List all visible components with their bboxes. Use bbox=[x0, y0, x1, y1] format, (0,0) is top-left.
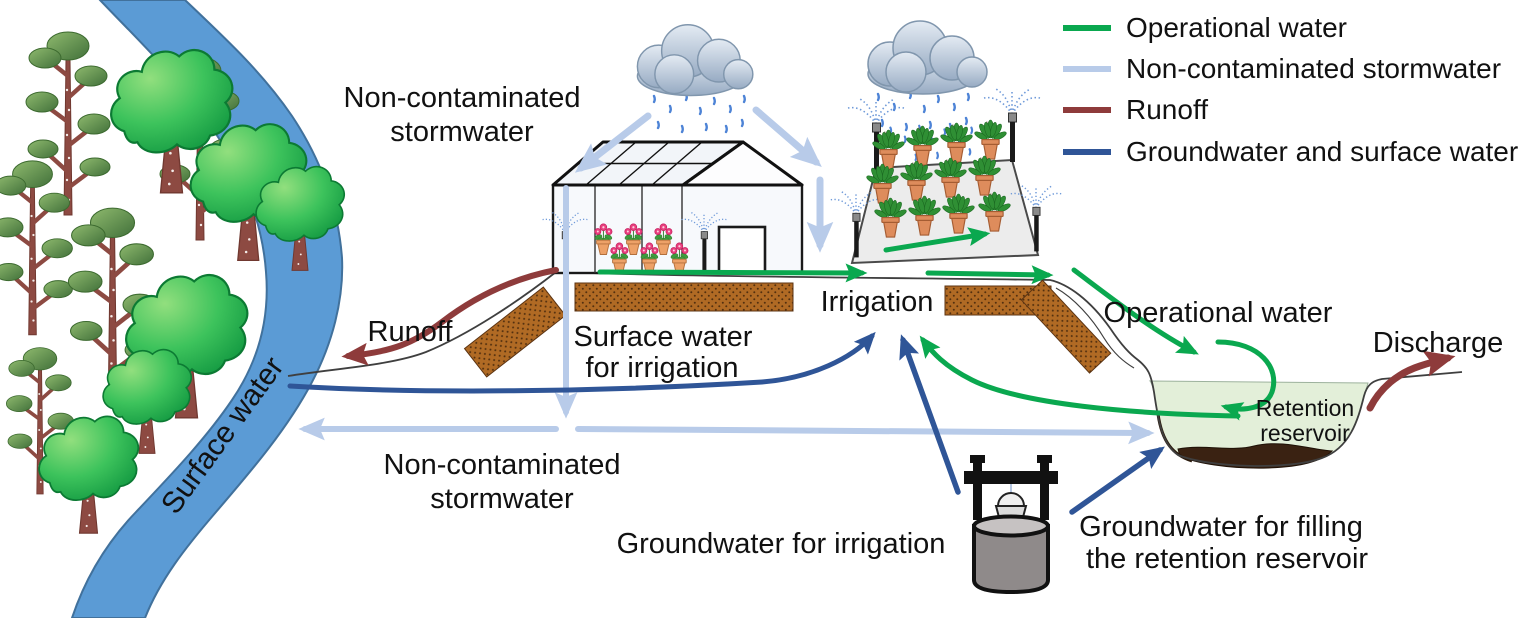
legend-label: Non-contaminated stormwater bbox=[1126, 53, 1501, 84]
label-surface-irrigation-2: for irrigation bbox=[585, 352, 738, 384]
label-retention-1: Retention bbox=[1256, 395, 1354, 421]
stormwater-to-reservoir-arrow bbox=[575, 421, 1155, 445]
discharge-arrow bbox=[1366, 350, 1456, 412]
groundwater-flows bbox=[287, 331, 1165, 515]
potted-plant bbox=[904, 125, 941, 166]
label-discharge: Discharge bbox=[1373, 327, 1504, 359]
operational-nursery-arrow bbox=[925, 265, 1054, 285]
label-stormwater-bottom-2: stormwater bbox=[430, 483, 574, 515]
container-nursery bbox=[830, 88, 1062, 265]
label-runoff: Runoff bbox=[368, 316, 454, 348]
operational-flows bbox=[597, 227, 1277, 421]
well-crossbar bbox=[964, 471, 1058, 484]
rain-cloud-icon bbox=[636, 24, 754, 97]
runoff-arrow bbox=[341, 267, 559, 366]
label-groundwater-filling-2: the retention reservoir bbox=[1086, 543, 1368, 575]
soil-strips bbox=[463, 279, 1112, 378]
label-groundwater-irrigation: Groundwater for irrigation bbox=[617, 528, 946, 560]
greenhouse-gable bbox=[681, 140, 804, 187]
runoff-flows bbox=[341, 267, 1456, 412]
legend-label: Runoff bbox=[1126, 94, 1208, 125]
legend-label: Groundwater and surface water bbox=[1126, 136, 1518, 167]
retention-reservoir bbox=[1148, 380, 1369, 469]
label-surface-irrigation-1: Surface water bbox=[574, 321, 753, 353]
stormwater-flows bbox=[298, 106, 1155, 445]
pine-tree bbox=[26, 32, 110, 215]
label-stormwater-top-1: Non-contaminated bbox=[344, 82, 581, 114]
operational-to-reservoir-curve bbox=[1071, 267, 1199, 355]
broadleaf-tree bbox=[38, 415, 140, 535]
label-stormwater-top-2: stormwater bbox=[390, 116, 534, 148]
operational-platform-arrow bbox=[883, 227, 991, 253]
well-bucket-handle bbox=[997, 492, 1025, 507]
reservoir-to-irrigation-curve bbox=[919, 335, 1241, 419]
potted-plant bbox=[972, 119, 1009, 160]
operational-greenhouse-arrow bbox=[597, 263, 868, 283]
soil-strip-greenhouse bbox=[574, 282, 794, 312]
rain-drops bbox=[652, 92, 746, 134]
label-irrigation: Irrigation bbox=[821, 286, 934, 318]
soil-strip-slope-left bbox=[463, 286, 567, 378]
roof-runoff-arrow-right bbox=[752, 106, 822, 168]
reservoir-circulation-curl bbox=[1215, 339, 1277, 421]
label-groundwater-filling-1: Groundwater for filling bbox=[1079, 511, 1363, 543]
label-operational-water: Operational water bbox=[1104, 297, 1333, 329]
label-stormwater-bottom-1: Non-contaminated bbox=[384, 449, 621, 481]
legend-label: Operational water bbox=[1126, 12, 1347, 43]
ground-line bbox=[287, 271, 1463, 467]
greenhouse bbox=[541, 140, 804, 275]
legend: Operational water Non-contaminated storm… bbox=[1063, 12, 1518, 167]
pine-tree bbox=[0, 161, 72, 335]
ground-slope-line bbox=[1055, 287, 1135, 369]
soil-strip-slope-right bbox=[1020, 279, 1112, 374]
well-to-irrigation-arrow bbox=[899, 334, 961, 495]
roof-runoff-arrow-left bbox=[574, 112, 652, 173]
surface-water-to-irrigation-arrow bbox=[287, 331, 876, 394]
reservoir-sediment bbox=[1177, 443, 1334, 469]
rain-cloud-icon bbox=[867, 20, 988, 95]
greenhouse-door bbox=[717, 225, 767, 275]
well-rim bbox=[972, 514, 1050, 538]
groundwater-to-reservoir-arrow bbox=[1069, 446, 1165, 515]
well bbox=[964, 455, 1058, 595]
label-retention-2: reservoir bbox=[1260, 420, 1350, 446]
well-body bbox=[972, 524, 1050, 595]
